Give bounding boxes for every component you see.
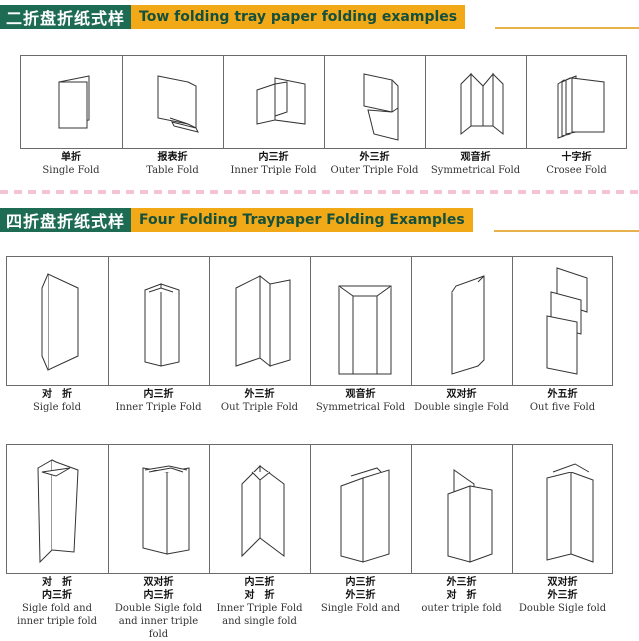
section1-title-cn: 二折盘折纸式样 <box>0 5 132 29</box>
label-sigle-inner-triple: 对 折 内三折 Sigle fold and inner triple fold <box>6 576 108 641</box>
section1-title-en: Tow folding tray paper folding examples <box>131 5 466 29</box>
label-en-1: Single Fold and <box>320 603 401 614</box>
label-zh: 十字折 <box>561 152 592 163</box>
label-single-fold: 单折 Single Fold <box>20 151 122 177</box>
label-zh-2: 对 折 <box>244 590 275 601</box>
diagram-symmetrical-fold <box>425 55 526 149</box>
diagram-inner-triple-fold <box>223 55 324 149</box>
label-symmetrical-fold: 观音折 Symmetrical Fold <box>425 151 526 177</box>
label-zh-1: 内三折 <box>244 577 275 588</box>
label-zh: 单折 <box>61 152 81 163</box>
label-inner-triple-fold-4: 内三折 Inner Triple Fold <box>108 388 209 414</box>
diagram-outer-triple-fold <box>324 55 425 149</box>
label-zh: 内三折 <box>258 152 289 163</box>
label-zh: 外三折 <box>359 152 390 163</box>
label-zh-2: 内三折 <box>143 590 174 601</box>
label-double-sigle-inner-triple: 双对折 内三折 Double Sigle fold and inner trip… <box>108 576 209 641</box>
label-zh: 对 折 <box>42 389 72 400</box>
label-outer-triple-fold: 外三折 Outer Triple Fold <box>324 151 425 177</box>
label-en-1: Double Sigle fold <box>114 603 203 614</box>
dotted-separator <box>0 190 639 194</box>
label-en: Inner Triple Fold <box>115 402 202 413</box>
diagram-single-fold <box>20 55 122 149</box>
label-zh-1: 外三折 <box>446 577 477 588</box>
label-en: Out Triple Fold <box>220 402 299 413</box>
label-table-fold: 报表折 Table Fold <box>122 151 223 177</box>
section2-title-en: Four Folding Traypaper Folding Examples <box>131 208 473 232</box>
label-en-1: outer triple fold <box>421 603 502 614</box>
label-en-1: Double Sigle fold <box>518 603 607 614</box>
label-en: Symmetrical Fold <box>430 165 521 176</box>
label-zh-1: 对 折 <box>42 577 72 588</box>
label-en: Inner Triple Fold <box>230 165 317 176</box>
diagram-sigle-fold <box>6 256 108 386</box>
label-sigle-fold: 对 折 Sigle fold <box>6 388 108 414</box>
label-en-2: and inner triple fold <box>118 616 199 640</box>
label-inner-triple-single: 内三折 对 折 Inner Triple Fold and single fol… <box>209 576 310 641</box>
label-zh-1: 双对折 <box>547 577 578 588</box>
diagram-out-five-fold <box>512 256 613 386</box>
section2-banner: 四折盘折纸式样 Four Folding Traypaper Folding E… <box>0 208 473 232</box>
label-crosee-fold: 十字折 Crosee Fold <box>526 151 627 177</box>
section2-title-cn: 四折盘折纸式样 <box>0 208 132 232</box>
label-double-sigle-outer-triple: 双对折 外三折 Double Sigle fold <box>512 576 613 641</box>
label-zh: 外三折 <box>244 389 275 400</box>
section1-labels: 单折 Single Fold 报表折 Table Fold 内三折 Inner … <box>20 151 627 177</box>
label-inner-triple-fold: 内三折 Inner Triple Fold <box>223 151 324 177</box>
label-en: Symmetrical Fold <box>315 402 406 413</box>
diagram-double-sigle-outer-triple <box>512 444 613 574</box>
section2-row2-labels: 对 折 内三折 Sigle fold and inner triple fold… <box>6 576 613 641</box>
label-double-single-fold: 双对折 Double single Fold <box>411 388 512 414</box>
diagram-outer-triple-single <box>411 444 512 574</box>
label-en-2: inner triple fold <box>17 616 97 627</box>
label-en: Sigle fold <box>32 402 82 413</box>
label-out-triple-fold: 外三折 Out Triple Fold <box>209 388 310 414</box>
label-zh-2: 外三折 <box>547 590 578 601</box>
section2-underline <box>494 230 639 232</box>
label-zh: 观音折 <box>460 152 491 163</box>
section1-grid <box>20 55 627 149</box>
diagram-crosee-fold <box>526 55 627 149</box>
label-outer-triple-single: 外三折 对 折 outer triple fold <box>411 576 512 641</box>
diagram-sigle-inner-triple <box>6 444 108 574</box>
label-zh: 观音折 <box>345 389 376 400</box>
label-zh-2: 内三折 <box>42 590 72 601</box>
diagram-out-triple-fold <box>209 256 310 386</box>
diagram-inner-triple-fold-4 <box>108 256 209 386</box>
label-en-2: and single fold <box>222 616 297 627</box>
diagram-inner-triple-single <box>209 444 310 574</box>
label-en: Crosee Fold <box>546 165 607 176</box>
diagram-double-single-fold <box>411 256 512 386</box>
label-inner-outer-triple: 内三折 外三折 Single Fold and <box>310 576 411 641</box>
label-zh-2: 对 折 <box>446 590 477 601</box>
section2-row2-grid <box>6 444 613 574</box>
label-symmetrical-fold-4: 观音折 Symmetrical Fold <box>310 388 411 414</box>
section2-row1-labels: 对 折 Sigle fold 内三折 Inner Triple Fold 外三折… <box>6 388 613 414</box>
label-zh: 外五折 <box>547 389 578 400</box>
label-zh-2: 外三折 <box>345 590 376 601</box>
label-zh-1: 内三折 <box>345 577 376 588</box>
label-zh: 双对折 <box>446 389 477 400</box>
label-zh-1: 双对折 <box>143 577 174 588</box>
section1-underline <box>495 27 639 29</box>
label-en: Double single Fold <box>414 402 509 413</box>
diagram-symmetrical-fold-4 <box>310 256 411 386</box>
label-en-1: Inner Triple Fold <box>216 603 303 614</box>
label-en-1: Sigle fold and <box>21 603 93 614</box>
label-zh: 报表折 <box>157 152 188 163</box>
section1-banner: 二折盘折纸式样 Tow folding tray paper folding e… <box>0 5 466 29</box>
label-out-five-fold: 外五折 Out five Fold <box>512 388 613 414</box>
section2-row1-grid <box>6 256 613 386</box>
label-en: Outer Triple Fold <box>330 165 419 176</box>
diagram-table-fold <box>122 55 223 149</box>
label-en: Single Fold <box>42 165 100 176</box>
diagram-inner-outer-triple <box>310 444 411 574</box>
diagram-double-sigle-inner-triple <box>108 444 209 574</box>
label-en: Table Fold <box>146 165 199 176</box>
label-zh: 内三折 <box>143 389 174 400</box>
label-en: Out five Fold <box>529 402 596 413</box>
